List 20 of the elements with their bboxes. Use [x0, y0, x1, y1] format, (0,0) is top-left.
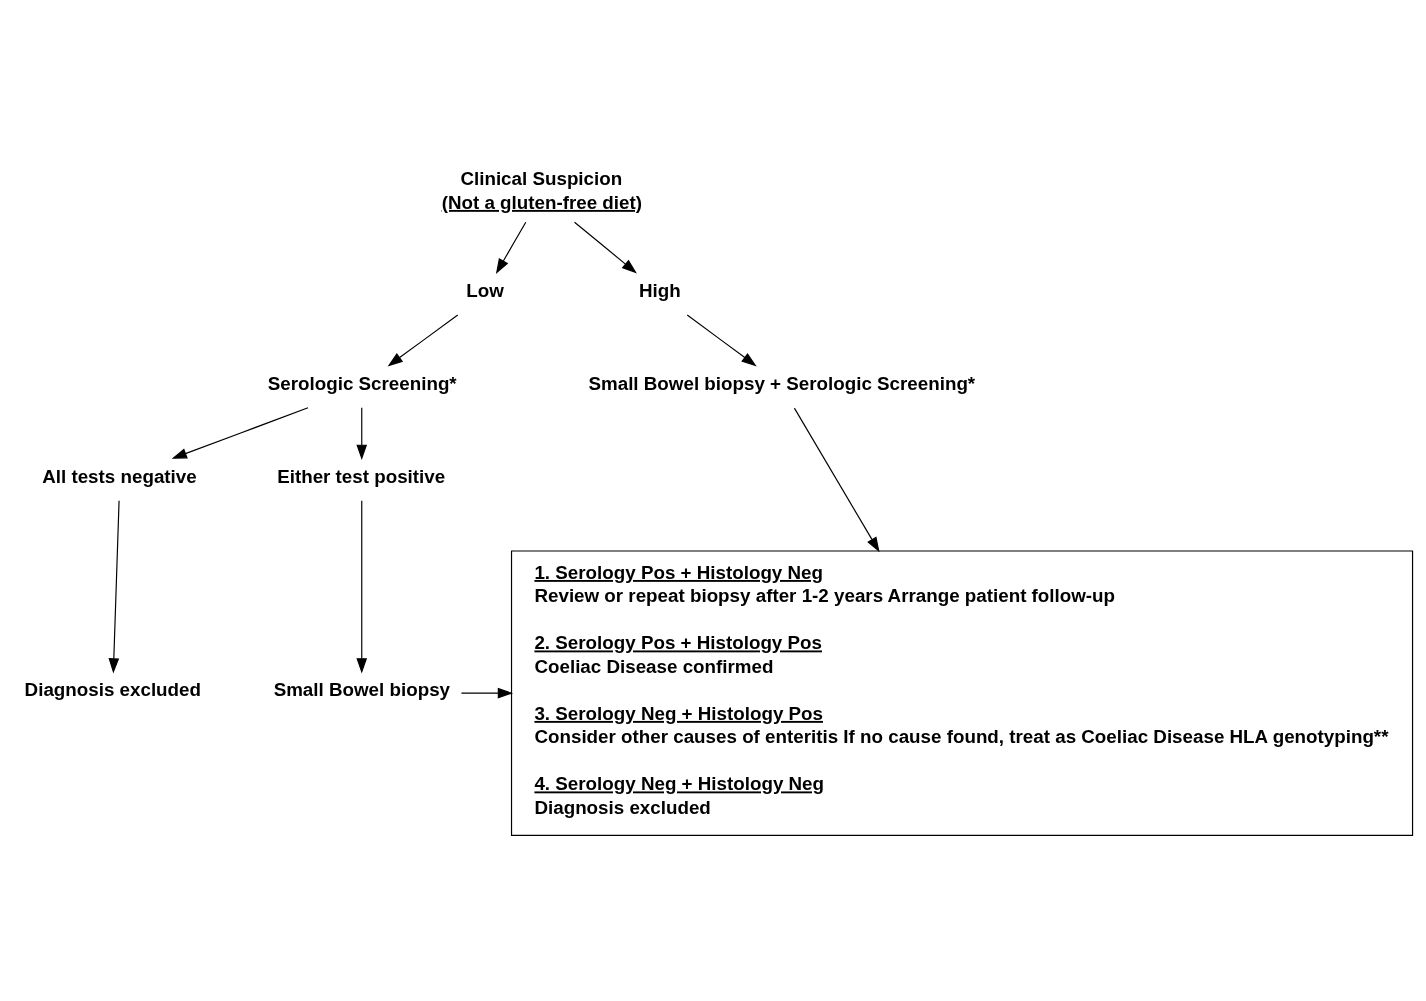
arrow	[171, 407, 309, 459]
node-text: Diagnosis excluded	[24, 679, 201, 701]
node-text: All tests negative	[42, 465, 197, 487]
arrow	[108, 500, 120, 674]
arrow	[686, 314, 757, 367]
node-text: Small Bowel biopsy	[273, 679, 451, 701]
arrow	[495, 221, 527, 274]
arrow	[573, 221, 637, 274]
node-text: Clinical Suspicion (Not a gluten-free diet)	[441, 168, 642, 213]
arrow	[793, 407, 880, 553]
node-box: 1. Serology Pos + Histology Neg Review or repeat biopsy after 1-2 years Arrange patient follow-up 2. Serology Pos + Histology Pos Coeliac Disease confirmed 3. Serology Neg + Histology Pos Consider other causes of enteritis If no cause found, treat as Coeliac Disease HLA genotyping** 4. Serology Neg + Histology Neg Diagnosis excluded	[510, 550, 1414, 836]
node-text: Serologic Screening*	[267, 372, 457, 394]
arrow	[356, 407, 368, 460]
node-text: Either test positive	[277, 465, 446, 487]
node-text: Low	[466, 280, 504, 302]
arrow	[460, 687, 514, 699]
node-text: Small Bowel biopsy + Serologic Screening*	[588, 372, 976, 394]
arrow	[356, 500, 368, 674]
arrow	[387, 314, 459, 367]
node-text: High	[638, 280, 681, 302]
